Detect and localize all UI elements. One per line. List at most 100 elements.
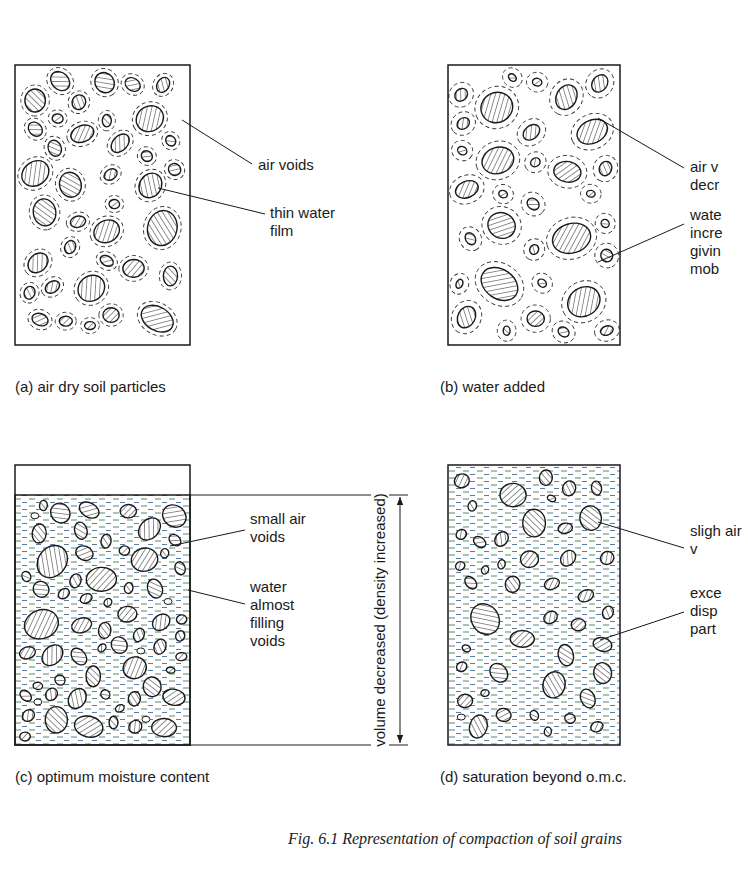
callout-label: exce disp part: [690, 584, 742, 638]
grain-outline: [573, 115, 612, 149]
soil-grain: [161, 156, 189, 184]
soil-grain: [504, 575, 521, 593]
soil-grain: [102, 125, 139, 162]
grain-outline: [139, 148, 154, 163]
water-film: [102, 125, 139, 162]
callout-label: small air voids: [250, 510, 330, 546]
water-film: [471, 135, 525, 185]
water-film: [158, 128, 183, 154]
grain-outline: [162, 687, 187, 707]
grain-outline: [131, 101, 168, 137]
grain-outline: [467, 713, 491, 740]
soil-grain: [162, 687, 187, 707]
grain-outline: [597, 159, 614, 177]
water-film: [528, 269, 557, 297]
grain-outline: [57, 170, 85, 200]
grain-outline: [532, 78, 543, 87]
grain-outline: [457, 694, 473, 708]
water-film: [565, 107, 620, 157]
grain-outline: [577, 687, 598, 710]
grain-outline: [556, 643, 575, 667]
soil-grain: [139, 203, 185, 254]
water-film: [99, 304, 123, 327]
dimension-line: [400, 497, 401, 743]
water-film: [589, 152, 620, 186]
soil-grain: [57, 234, 83, 261]
water-film: [52, 165, 89, 205]
soil-grain: [467, 500, 478, 512]
soil-grain: [174, 629, 186, 642]
water-film: [47, 109, 68, 129]
soil-grain: [15, 150, 60, 197]
soil-grain: [158, 128, 183, 154]
grain-outline: [100, 533, 112, 549]
grain-outline: [33, 682, 43, 690]
grain-outline: [122, 259, 145, 278]
soil-grain: [467, 252, 533, 315]
water-film: [15, 150, 60, 197]
grain-outline: [541, 609, 559, 627]
grain-outline: [31, 523, 47, 543]
grain-outline: [529, 156, 542, 169]
water-film: [139, 203, 185, 254]
soil-grain: [52, 165, 89, 205]
grain-outline: [452, 86, 470, 104]
water-film: [85, 210, 129, 252]
soil-grain: [152, 637, 168, 656]
grain-outline: [475, 261, 524, 307]
water-film: [554, 272, 615, 331]
water-film: [85, 65, 124, 102]
soil-grain: [580, 183, 602, 204]
soil-grain: [134, 513, 165, 544]
grain-outline: [38, 641, 67, 670]
soil-grain: [117, 605, 137, 622]
grain-outline: [136, 300, 178, 338]
soil-grain: [134, 143, 161, 169]
grain-outline: [20, 732, 31, 741]
soil-grain: [99, 688, 112, 701]
soil-grain: [545, 153, 589, 192]
soil-grain: [85, 210, 129, 252]
soil-grain: [108, 634, 131, 657]
grain-outline: [543, 576, 561, 591]
grain-outline: [590, 480, 602, 496]
grain-outline: [539, 470, 553, 486]
grain-outline: [103, 597, 114, 608]
soil-grain: [159, 262, 182, 290]
soil-grain: [100, 533, 112, 549]
grain-outline: [43, 686, 60, 703]
soil-grain: [45, 707, 67, 734]
water-film: [455, 222, 486, 254]
soil-grain: [64, 210, 91, 234]
soil-grain: [520, 235, 549, 264]
water-film: [520, 235, 549, 264]
grain-outline: [85, 322, 96, 330]
soil-grain: [544, 727, 552, 737]
water-film: [448, 107, 480, 140]
leader-line: [600, 612, 684, 640]
water-film: [37, 273, 67, 302]
grain-outline: [463, 231, 478, 247]
soil-grain: [578, 505, 602, 532]
air-void: [457, 714, 465, 720]
soil-grain: [145, 577, 166, 600]
soil-grain: [18, 645, 37, 661]
soil-grain: [39, 500, 48, 511]
grain-outline: [109, 716, 118, 729]
soil-grain: [31, 540, 74, 584]
water-film: [497, 320, 517, 342]
soil-grain: [580, 65, 620, 104]
grain-outline: [455, 115, 472, 131]
soil-grain: [554, 272, 615, 331]
soil-grain: [492, 529, 511, 549]
soil-grain: [592, 240, 620, 271]
soil-grain: [452, 472, 471, 490]
leader-line: [188, 590, 245, 604]
soil-grain: [561, 479, 578, 497]
water-film: [57, 234, 83, 261]
water-film: [131, 294, 183, 343]
grain-outline: [151, 718, 176, 737]
leader-line: [598, 118, 684, 168]
grain-outline: [145, 577, 166, 600]
